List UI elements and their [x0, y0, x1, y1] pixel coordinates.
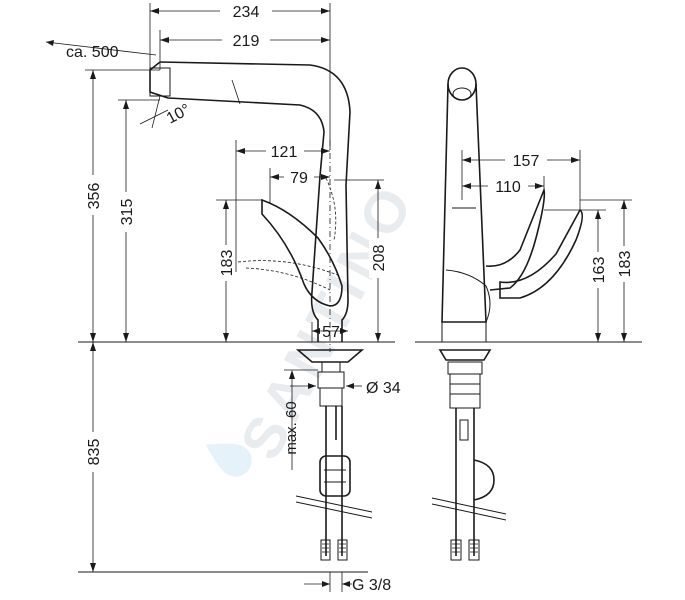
hose-cartridge — [319, 455, 351, 497]
arrowhead — [308, 383, 316, 389]
dim-height-outlet: 315 — [119, 199, 136, 226]
dim-pullout: ca. 500 — [66, 44, 119, 61]
dim-hose-length: 835 — [86, 439, 103, 466]
side-view: 157 110 163 183 — [431, 67, 634, 561]
side-lever-raised — [499, 208, 584, 299]
arrowhead — [46, 40, 54, 46]
dim-thread: G 3/8 — [352, 577, 391, 594]
spout-upper-edge — [159, 61, 351, 186]
dim-lever-height: 183 — [219, 250, 236, 277]
body-right-edge — [341, 184, 349, 342]
angle-line — [139, 109, 169, 125]
watermark: SANTINO — [228, 172, 428, 470]
side-hose-cartridge — [473, 459, 495, 501]
dim-lever-offset: 79 — [290, 170, 308, 187]
break-line — [295, 501, 373, 519]
dim-lever-reach: 121 — [271, 144, 298, 161]
dim-height-total: 356 — [86, 183, 103, 210]
dim-line-pullout — [45, 41, 157, 56]
arrowheads — [312, 328, 348, 334]
dim-width-total: 234 — [233, 4, 260, 21]
lever-swing-path — [237, 260, 341, 277]
angle-line — [151, 95, 161, 129]
side-lever — [485, 187, 546, 291]
arrowheads — [462, 183, 544, 189]
side-break-line — [431, 503, 507, 521]
spray-head — [149, 67, 171, 97]
dim-angle: 10° — [164, 101, 193, 127]
side-hose-clip — [459, 419, 469, 441]
dim-body-height: 208 — [371, 245, 388, 272]
dim-max-thickness: max. 60 — [283, 401, 300, 454]
dim-side-lever-offset: 110 — [495, 179, 521, 196]
mounting-washer — [295, 349, 365, 363]
dim-width-spout: 219 — [233, 33, 260, 50]
lever-swing-path — [325, 177, 337, 241]
hose-connector-right — [337, 539, 348, 561]
arrowhead — [289, 370, 295, 379]
side-body — [441, 83, 487, 323]
side-break-line — [431, 497, 507, 515]
break-line — [295, 495, 373, 513]
watermark-text: SANTINO — [228, 172, 428, 470]
mount-clamp — [319, 387, 343, 407]
side-connector-right — [468, 539, 480, 561]
dim-hole-diameter: Ø 34 — [366, 380, 401, 397]
spout-head — [447, 67, 477, 101]
spout-tip — [149, 61, 161, 71]
thread-marks — [322, 543, 346, 553]
lever — [261, 198, 343, 307]
arrowhead — [346, 383, 354, 389]
side-connector-left — [450, 539, 462, 561]
spray-joint — [231, 79, 241, 105]
spout-lower-edge — [149, 70, 325, 177]
side-body-curve — [445, 269, 491, 323]
dim-base-width: 57 — [322, 324, 340, 341]
dim-side-height-b: 183 — [617, 251, 634, 278]
side-mount-block — [449, 373, 481, 409]
hose-connector-left — [320, 539, 331, 561]
dim-side-height-a: 163 — [591, 257, 608, 284]
dim-side-lever-reach: 157 — [513, 153, 540, 170]
spray-outlet — [452, 87, 472, 101]
side-mounting-washer — [438, 349, 492, 361]
body-left-edge — [310, 175, 321, 342]
side-mount-nut — [447, 361, 483, 375]
front-view: 234 219 ca. 500 10° 356 315 — [45, 2, 642, 594]
watermark-drop-icon — [205, 443, 252, 477]
side-thread-marks — [452, 543, 478, 553]
